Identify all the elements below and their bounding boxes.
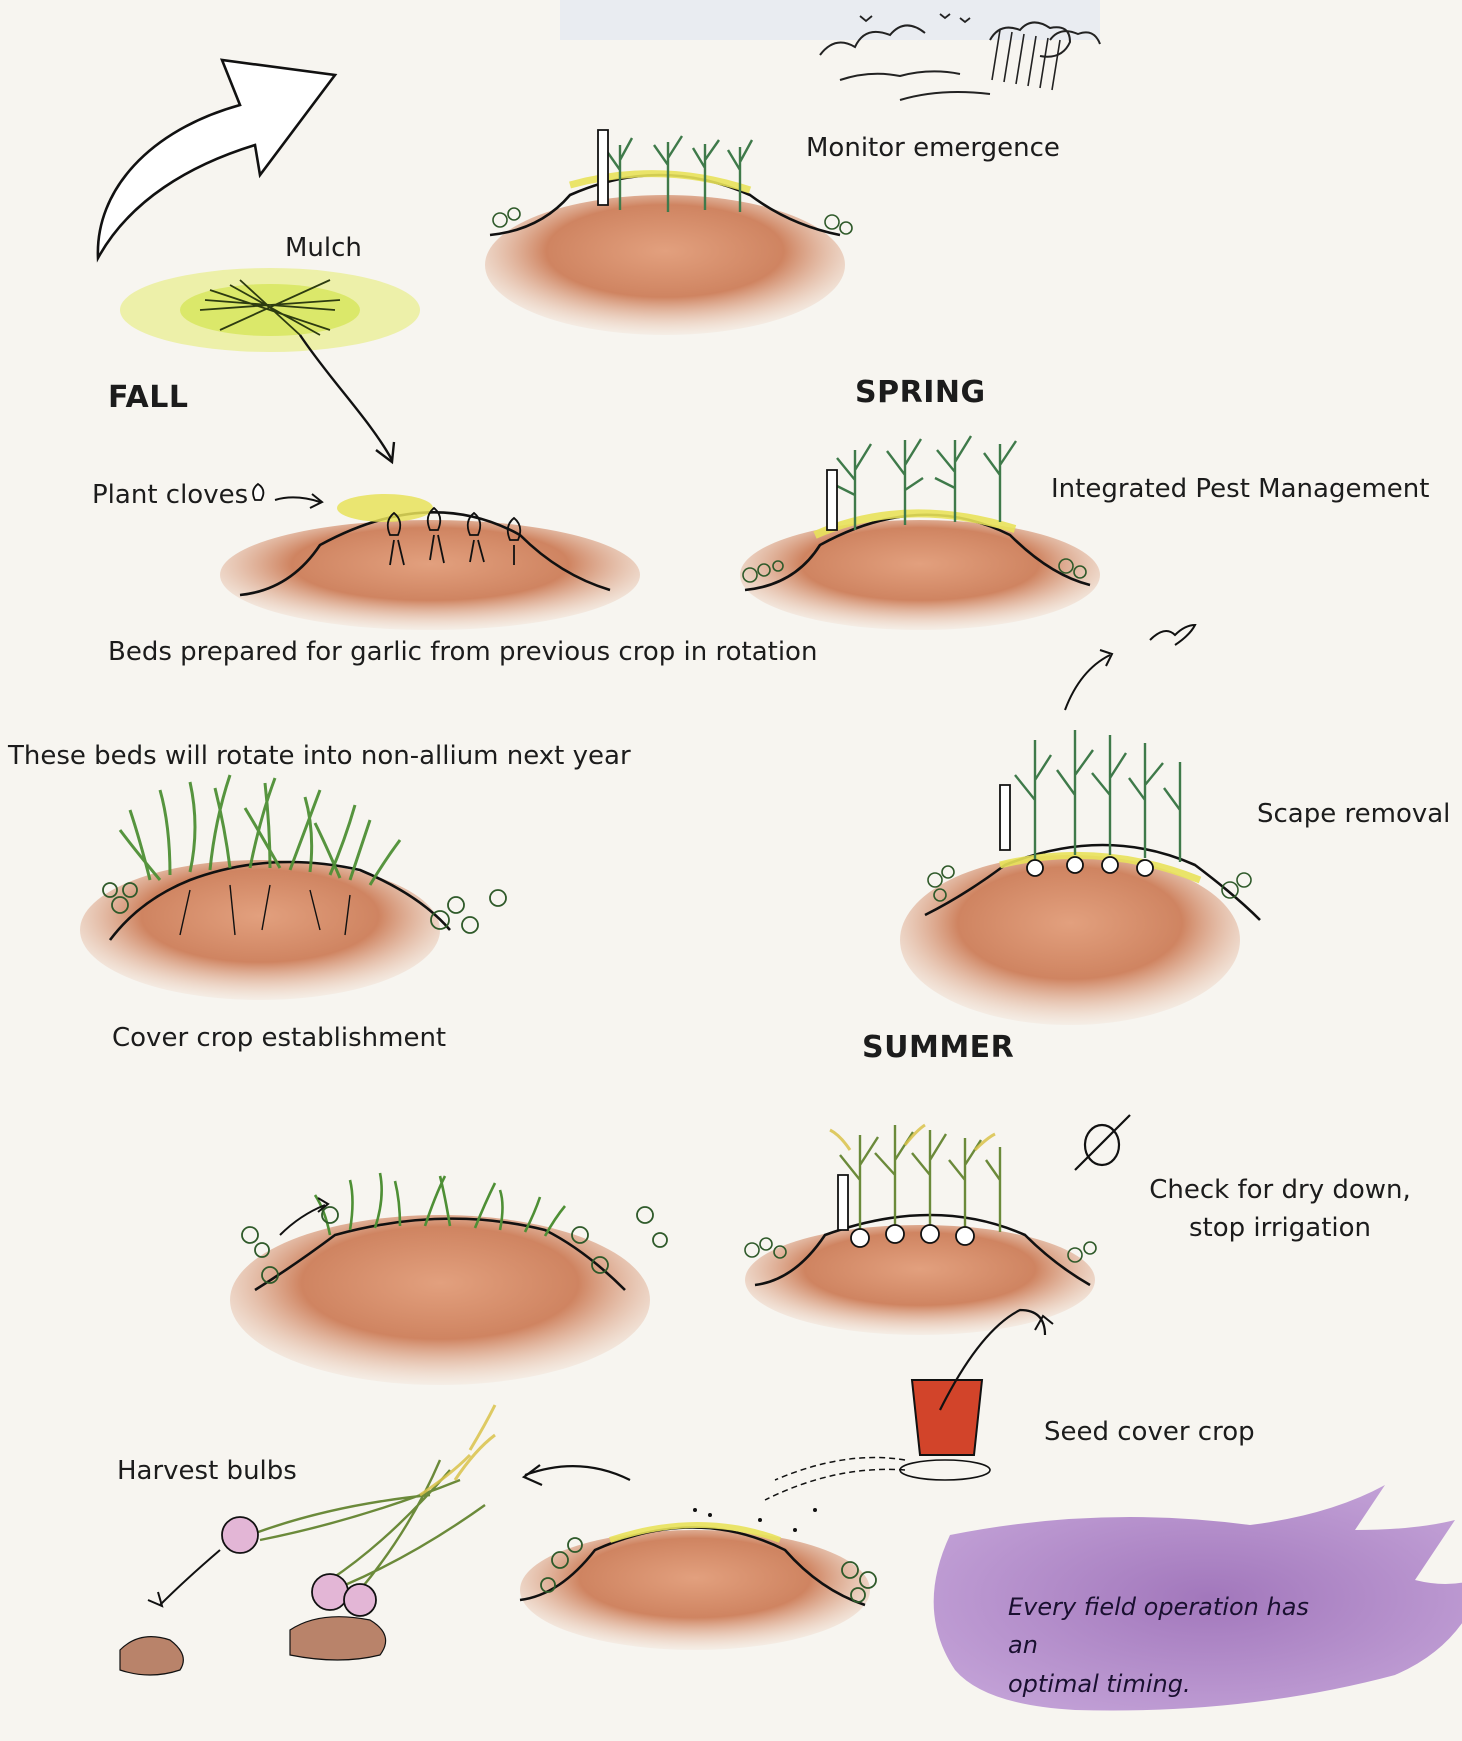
bed-plant-cloves (220, 484, 640, 630)
label-cover-crop-establishment: Cover crop establishment (112, 1024, 446, 1054)
note-line-2: optimal timing. (1008, 1665, 1338, 1703)
bed-integrated-pest-management (740, 436, 1100, 630)
label-monitor-emergence: Monitor emergence (806, 134, 1060, 164)
cycle-arrow-icon (98, 60, 335, 258)
mulch-icon (120, 268, 420, 352)
label-seed-cover-crop: Seed cover crop (1044, 1418, 1255, 1448)
label-check-dry-down-line1: Check for dry down, (1135, 1176, 1425, 1206)
label-plant-cloves: Plant cloves (92, 481, 248, 511)
label-beds-prepared: Beds prepared for garlic from previous c… (108, 638, 817, 668)
bed-summer-cover-crop (230, 1173, 667, 1385)
note-optimal-timing: Every field operation has an optimal tim… (1008, 1588, 1338, 1703)
note-line-1: Every field operation has an (1008, 1588, 1338, 1665)
season-fall: FALL (108, 380, 189, 415)
label-scape-removal: Scape removal (1257, 800, 1450, 830)
label-check-dry-down-line2: stop irrigation (1135, 1214, 1425, 1244)
bed-monitor-emergence (485, 130, 852, 335)
season-summer: SUMMER (862, 1030, 1014, 1065)
bed-scape-removal (900, 625, 1260, 1025)
label-check-dry-down: Check for dry down, stop irrigation (1135, 1176, 1425, 1244)
bed-dry-down (745, 1115, 1130, 1335)
arrow-icon (524, 1465, 630, 1485)
harvested-bulbs (120, 1405, 495, 1675)
season-spring: SPRING (855, 375, 986, 410)
label-integrated-pest-management: Integrated Pest Management (1051, 475, 1429, 505)
arrow-icon (300, 335, 394, 462)
bed-cover-crop-establishment (80, 775, 506, 1000)
no-irrigation-icon (1075, 1115, 1130, 1170)
cloud-icon (560, 0, 1100, 100)
label-harvest-bulbs: Harvest bulbs (117, 1457, 297, 1487)
seed-bucket-icon (765, 1310, 1053, 1500)
label-rotate-note: These beds will rotate into non-allium n… (8, 742, 631, 772)
label-mulch: Mulch (285, 234, 362, 264)
bed-seed-cover-crop (520, 1508, 876, 1650)
